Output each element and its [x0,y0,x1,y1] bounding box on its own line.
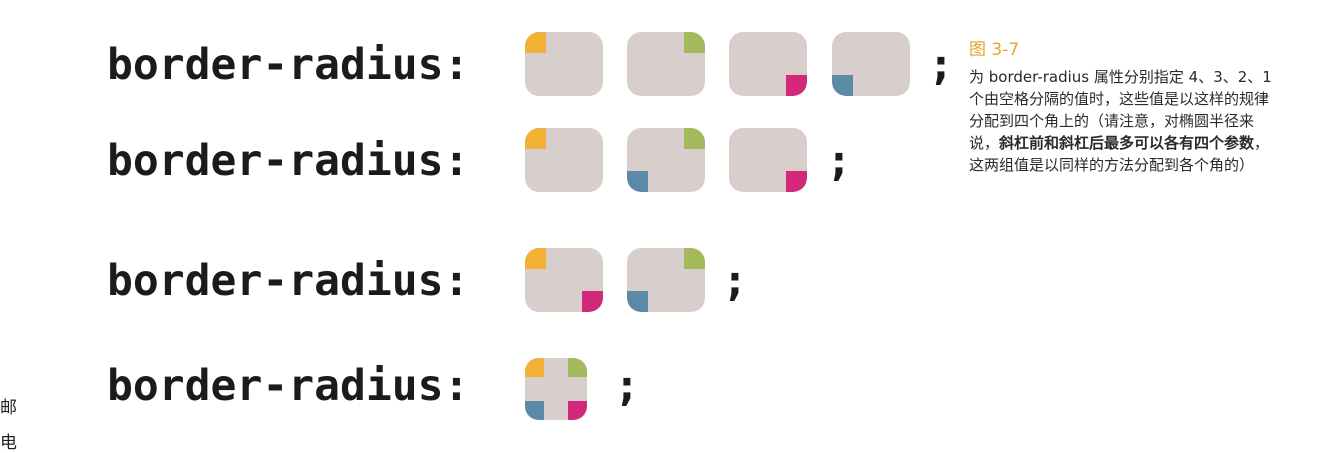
code-border-radius: border-radius: [107,361,470,411]
corner-marker-top-right [684,32,705,53]
corner-marker-top-left [525,358,544,377]
semicolon: ; [928,40,954,90]
corner-marker-top-right [684,248,705,269]
corner-marker-top-left [525,128,546,149]
caption-text: 为 border-radius 属性分别指定 4、3、2、1 个由空格分隔的值时… [969,68,1272,152]
semicolon: ; [826,136,852,186]
caption-text: ，这两组值是以同样的方法分配到各个角的） [969,134,1270,174]
code-border-radius: border-radius: [107,136,470,186]
corner-marker-top-left [525,248,546,269]
caption-emphasis: 斜杠前和斜杠后最多可以各有四个参数 [999,134,1255,152]
radius-box-top-right-bottom-left [627,128,705,192]
radius-box-bottom-right [729,128,807,192]
corner-marker-bottom-left [832,75,853,96]
corner-marker-top-right [684,128,705,149]
radius-box-all-corners [525,358,587,420]
figure-title: 图 3-7 [969,40,1020,60]
margin-glyph: 邮 [0,398,17,418]
figure-caption: 为 border-radius 属性分别指定 4、3、2、1 个由空格分隔的值时… [969,66,1281,176]
radius-box-top-left-bottom-right [525,248,603,312]
corner-marker-bottom-left [525,401,544,420]
margin-glyph: 电 [0,433,17,453]
corner-marker-top-right [568,358,587,377]
corner-marker-bottom-left [627,291,648,312]
corner-marker-bottom-right [786,75,807,96]
semicolon: ; [722,256,748,306]
radius-box-top-left [525,32,603,96]
corner-marker-bottom-left [627,171,648,192]
radius-box-bottom-right [729,32,807,96]
radius-box-top-right [627,32,705,96]
corner-marker-bottom-right [568,401,587,420]
code-border-radius: border-radius: [107,40,470,90]
corner-marker-bottom-right [786,171,807,192]
corner-marker-bottom-right [582,291,603,312]
radius-box-top-right-bottom-left [627,248,705,312]
corner-marker-top-left [525,32,546,53]
radius-box-top-left [525,128,603,192]
radius-box-bottom-left [832,32,910,96]
code-border-radius: border-radius: [107,256,470,306]
semicolon: ; [614,361,640,411]
